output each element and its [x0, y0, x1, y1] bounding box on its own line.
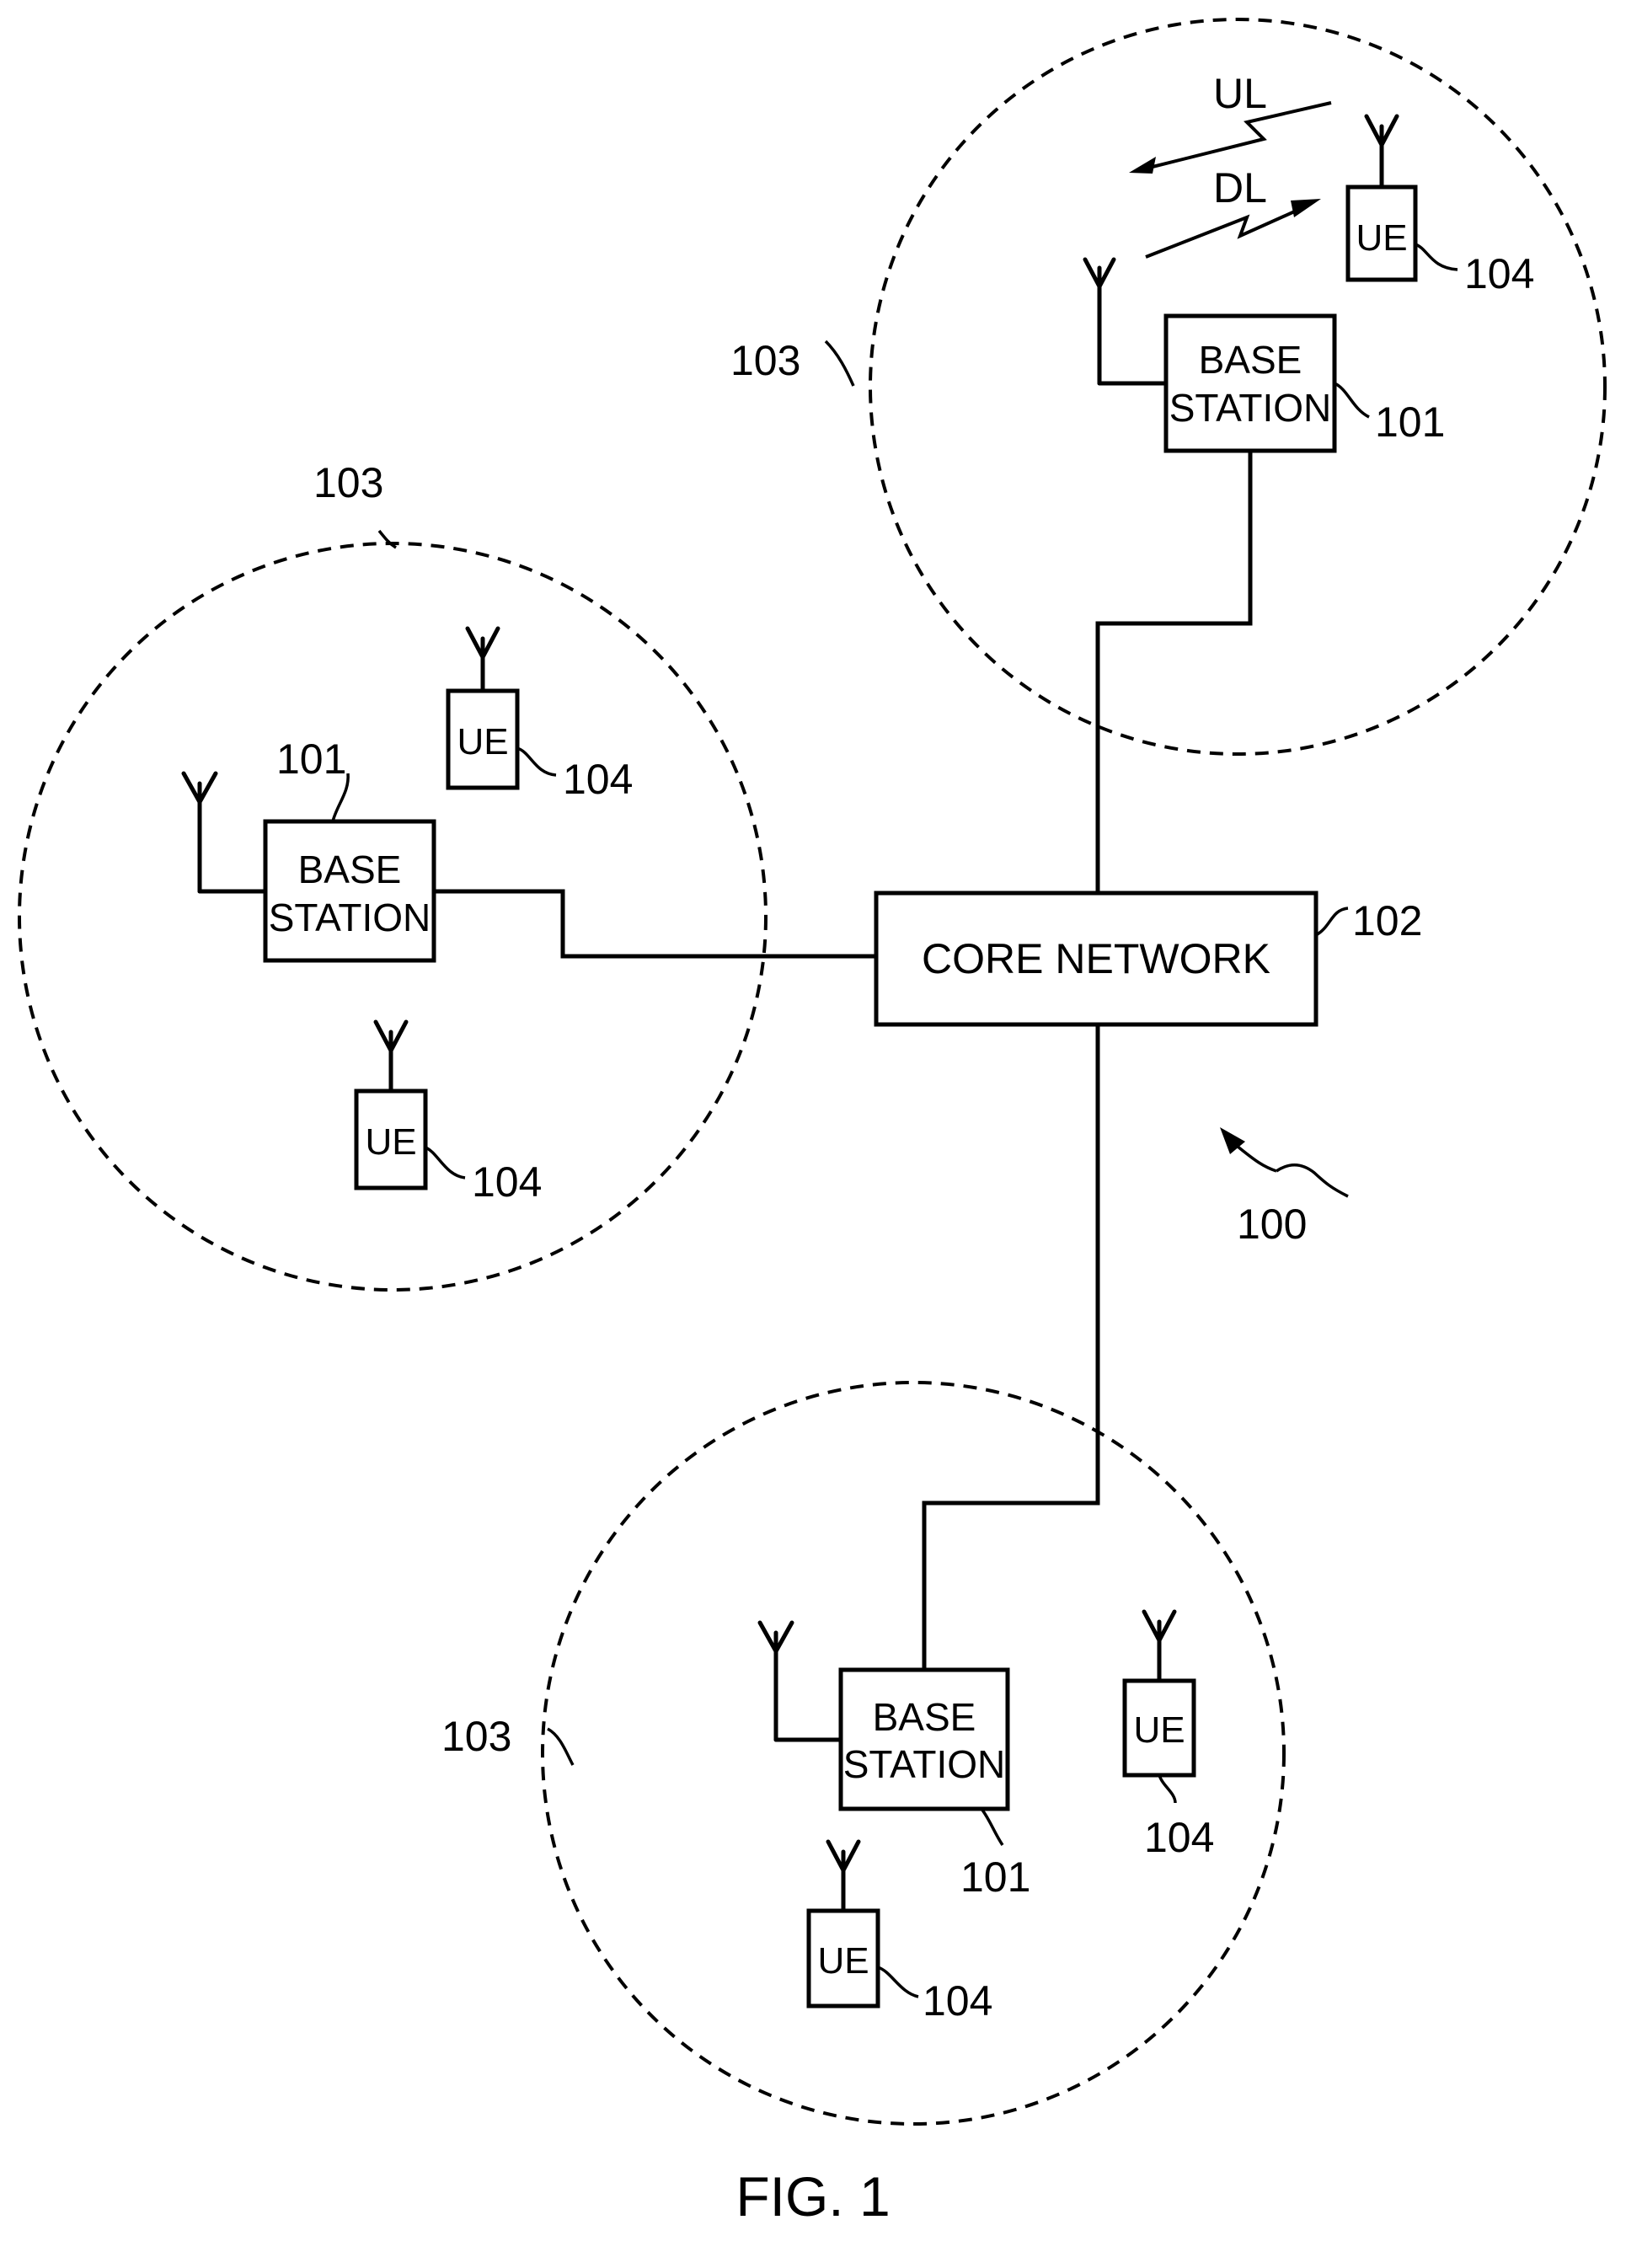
system-ref-label: 100: [1237, 1201, 1307, 1248]
base-station-ref-leader: [1334, 383, 1369, 417]
ue-ref-leader: [517, 748, 556, 775]
system-ref-leader-tail: [1237, 1146, 1276, 1171]
antenna-icon: [376, 1022, 406, 1091]
backhaul-left: [434, 891, 876, 956]
base-station-ref-label: 101: [276, 735, 346, 783]
ue-ref-leader: [878, 1967, 918, 1997]
uplink-label: UL: [1213, 70, 1267, 117]
base-station-label-line2: STATION: [843, 1742, 1006, 1786]
base-station-ref-label: 101: [1375, 399, 1445, 446]
core-network-ref-leader: [1316, 908, 1348, 935]
backhaul-bottom: [924, 1024, 1098, 1670]
ue-ref-leader: [1415, 244, 1458, 270]
antenna-icon: [468, 629, 498, 691]
cell-ref-leader: [826, 341, 853, 386]
base-station-label-line2: STATION: [269, 896, 431, 939]
cell-top-right: 103 BASE STATION 101 UE 104 UL: [730, 19, 1605, 754]
cell-ref-label: 103: [441, 1713, 511, 1760]
antenna-icon: [1367, 116, 1397, 187]
base-station-box: [1166, 316, 1334, 451]
backhaul-links: [434, 451, 1250, 1670]
core-network-label: CORE NETWORK: [922, 935, 1270, 982]
base-station-box: [841, 1670, 1008, 1809]
antenna-icon: [760, 1623, 841, 1740]
base-station-label-line1: BASE: [298, 848, 402, 891]
cell-ref-label: 103: [730, 337, 800, 384]
base-station-ref-leader: [981, 1809, 1003, 1845]
ue-label: UE: [365, 1121, 416, 1163]
ue-ref-label: 104: [563, 756, 633, 803]
ue-ref-label: 104: [472, 1158, 542, 1206]
backhaul-top: [1098, 451, 1250, 893]
ue-ref-label: 104: [923, 1977, 992, 2025]
ue-ref-label: 104: [1144, 1814, 1214, 1861]
cell-left: 103 BASE STATION 101 UE 104 UE 104: [19, 459, 766, 1290]
figure-caption: FIG. 1: [735, 2165, 890, 2228]
base-station-ref-label: 101: [960, 1853, 1030, 1901]
ue-ref-label: 104: [1464, 250, 1534, 297]
antenna-icon: [1144, 1612, 1174, 1681]
base-station-label-line1: BASE: [873, 1695, 976, 1739]
core-network: CORE NETWORK 102: [876, 893, 1422, 1024]
cell-bottom: 103 BASE STATION 101 UE 104 UE 104: [441, 1383, 1284, 2124]
cell-ref-leader: [548, 1729, 573, 1765]
ue-ref-leader: [425, 1147, 465, 1178]
cell-ref-label: 103: [313, 459, 383, 506]
ue-label: UE: [1356, 217, 1407, 259]
ue-ref-leader: [1159, 1775, 1175, 1803]
ue-label: UE: [457, 721, 508, 762]
downlink-label: DL: [1213, 164, 1267, 211]
base-station-label-line2: STATION: [1169, 386, 1332, 430]
system-ref: 100: [1220, 1127, 1348, 1248]
ue-label: UE: [1133, 1709, 1185, 1751]
ue-label: UE: [817, 1940, 869, 1982]
antenna-icon: [828, 1842, 858, 1911]
antenna-icon: [1085, 259, 1166, 383]
system-ref-leader: [1276, 1165, 1348, 1196]
core-network-ref-ref: 102: [1352, 897, 1422, 944]
antenna-icon: [184, 773, 265, 891]
base-station-label-line1: BASE: [1199, 338, 1302, 382]
